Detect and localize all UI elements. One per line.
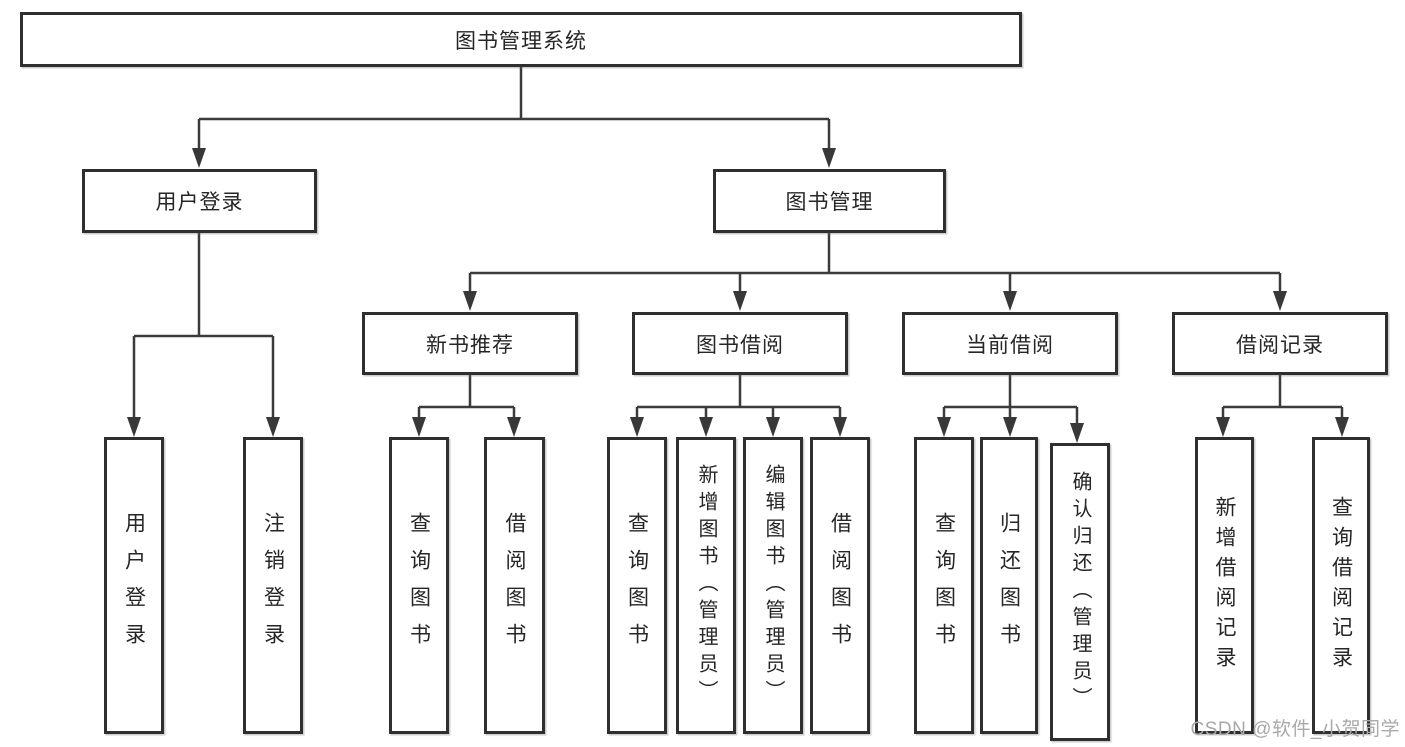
leaf-borrow-books-recommend: 借阅图书 — [484, 437, 545, 734]
node-new-book-recommend-label: 新书推荐 — [426, 333, 514, 357]
node-book-management: 图书管理 — [713, 169, 946, 233]
leaf-query-books-recommend: 查询图书 — [389, 437, 449, 734]
leaf-user-login-label: 用户登录 — [122, 511, 146, 660]
connector-bookborrow-group — [635, 375, 842, 420]
leaf-query-borrow-record-label: 查询借阅记录 — [1329, 495, 1353, 676]
leaf-edit-book-admin-label: 编辑图书（管理员） — [762, 464, 784, 707]
leaf-add-book-admin-label: 新增图书（管理员） — [695, 464, 717, 707]
node-book-management-label: 图书管理 — [785, 191, 874, 214]
node-current-borrow-label: 当前借阅 — [966, 333, 1054, 357]
leaf-confirm-return-admin: 确认归还（管理员） — [1050, 443, 1110, 741]
arrowheads — [127, 148, 1349, 443]
leaf-query-borrow-record: 查询借阅记录 — [1312, 437, 1370, 734]
leaf-add-borrow-record: 新增借阅记录 — [1195, 437, 1254, 734]
connector-bookmgmt-to-level2 — [468, 233, 1282, 294]
csdn-watermark: CSDN @软件_小贺同学 — [1190, 719, 1400, 740]
leaf-borrow-books: 借阅图书 — [810, 437, 870, 734]
leaf-query-books-current: 查询图书 — [914, 437, 974, 734]
leaf-return-book: 归还图书 — [980, 437, 1038, 734]
leaf-add-book-admin: 新增图书（管理员） — [676, 437, 736, 734]
connector-newbook-group — [417, 375, 516, 420]
node-book-borrow-label: 图书借阅 — [696, 333, 784, 357]
leaf-borrow-books-label: 借阅图书 — [828, 511, 852, 660]
connector-userlogin-group — [132, 233, 275, 420]
node-user-login: 用户登录 — [82, 169, 317, 233]
leaf-query-books-current-label: 查询图书 — [932, 511, 956, 660]
leaf-query-books-recommend-label: 查询图书 — [407, 511, 431, 660]
leaf-borrow-books-recommend-label: 借阅图书 — [503, 511, 526, 660]
connector-currentborrow-group — [942, 375, 1079, 426]
leaf-query-books-borrow: 查询图书 — [607, 437, 667, 734]
node-user-login-label: 用户登录 — [155, 191, 244, 214]
node-borrow-records: 借阅记录 — [1172, 312, 1388, 375]
leaf-query-books-borrow-label: 查询图书 — [625, 511, 649, 660]
node-new-book-recommend: 新书推荐 — [362, 312, 578, 375]
node-root: 图书管理系统 — [20, 12, 1022, 67]
node-current-borrow: 当前借阅 — [902, 312, 1118, 375]
leaf-logout: 注销登录 — [243, 437, 303, 734]
connector-borrowrecord-group — [1221, 375, 1344, 420]
node-book-borrow: 图书借阅 — [632, 312, 848, 375]
leaf-confirm-return-admin-label: 确认归还（管理员） — [1069, 470, 1091, 714]
leaf-logout-label: 注销登录 — [261, 511, 285, 660]
connector-root-to-level1 — [197, 67, 831, 151]
leaf-return-book-label: 归还图书 — [997, 511, 1021, 660]
leaf-add-borrow-record-label: 新增借阅记录 — [1213, 495, 1236, 676]
node-borrow-records-label: 借阅记录 — [1236, 333, 1324, 357]
node-root-label: 图书管理系统 — [455, 29, 587, 53]
leaf-user-login: 用户登录 — [104, 437, 164, 734]
leaf-edit-book-admin: 编辑图书（管理员） — [743, 437, 803, 734]
